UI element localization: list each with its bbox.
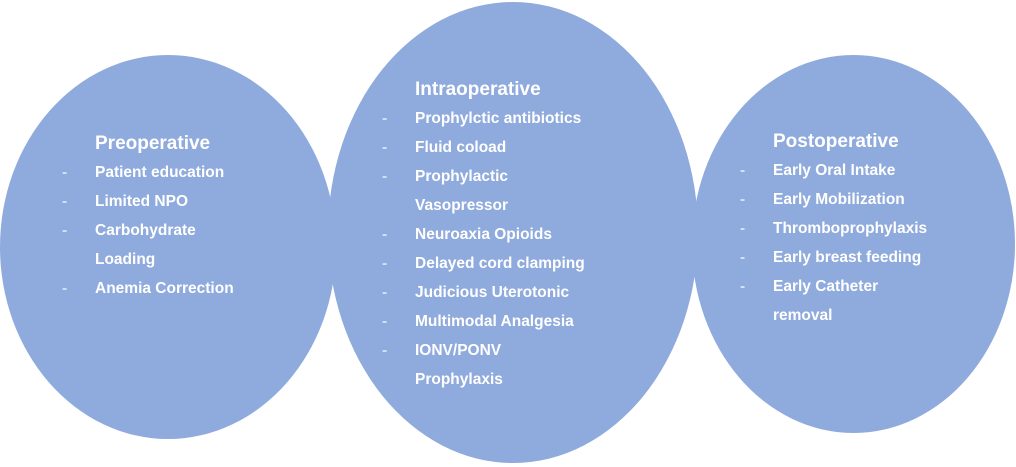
item-label: Anemia Correction	[95, 280, 234, 297]
item-label: Early Mobilization	[773, 191, 905, 208]
preoperative-list: - Patient education - Limited NPO - Carbohy…	[62, 158, 312, 303]
bullet-dash: -	[382, 313, 388, 330]
bullet-dash: -	[740, 220, 746, 237]
list-item: - Fluid coload	[382, 133, 630, 162]
bullet-dash: -	[62, 164, 68, 181]
item-label: Carbohydrate Loading	[95, 222, 196, 268]
bullet-dash: -	[62, 280, 68, 297]
item-label: Neuroaxia Opioids	[415, 226, 552, 243]
list-item: - Multimodal Analgesia	[382, 307, 630, 336]
item-label: Multimodal Analgesia	[415, 313, 574, 330]
item-label: Prophylactic Vasopressor	[415, 168, 509, 214]
list-item: - Early Catheter removal	[740, 272, 913, 330]
list-item: - Carbohydrate Loading	[62, 216, 235, 274]
list-item: - Patient education	[62, 158, 295, 187]
preoperative-section: Preoperative - Patient education - Limited…	[62, 132, 312, 303]
item-label: Limited NPO	[95, 193, 189, 210]
list-item: - Early Oral Intake	[740, 156, 973, 185]
bullet-dash: -	[382, 110, 388, 127]
item-label: Judicious Uterotonic	[415, 284, 570, 301]
bullet-dash: -	[740, 249, 746, 266]
intraoperative-title: Intraoperative	[415, 79, 541, 100]
preoperative-ellipse	[0, 55, 336, 439]
list-item: - Judicious Uterotonic	[382, 278, 630, 307]
list-item: - Anemia Correction	[62, 274, 295, 303]
bullet-dash: -	[62, 222, 68, 239]
bullet-dash: -	[382, 342, 388, 359]
intraoperative-list: - Prophylctic antibiotics - Fluid coload -…	[382, 104, 682, 394]
bullet-dash: -	[382, 226, 388, 243]
list-item: - Thromboprophylaxis	[740, 214, 973, 243]
item-label: Early Oral Intake	[773, 162, 896, 179]
postoperative-ellipse	[692, 55, 1015, 433]
bullet-dash: -	[382, 255, 388, 272]
intraoperative-section: Intraoperative - Prophylctic antibiotics …	[382, 78, 682, 394]
list-item: - Delayed cord clamping	[382, 249, 630, 278]
list-item: - Prophylctic antibiotics	[382, 104, 630, 133]
postoperative-list: - Early Oral Intake - Early Mobilization -…	[740, 156, 1000, 330]
bullet-dash: -	[382, 284, 388, 301]
intraoperative-ellipse	[328, 2, 698, 463]
bullet-dash: -	[740, 162, 746, 179]
item-label: IONV/PONV Prophylaxis	[415, 342, 503, 388]
list-item: - IONV/PONV Prophylaxis	[382, 336, 555, 394]
item-label: Early breast feeding	[773, 249, 922, 266]
bullet-dash: -	[382, 168, 388, 185]
item-label: Thromboprophylaxis	[773, 220, 928, 237]
item-label: Early Catheter removal	[773, 278, 879, 324]
item-label: Prophylctic antibiotics	[415, 110, 582, 127]
bullet-dash: -	[62, 193, 68, 210]
bullet-dash: -	[740, 278, 746, 295]
list-item: - Early Mobilization	[740, 185, 973, 214]
item-label: Patient education	[95, 164, 225, 181]
item-label: Fluid coload	[415, 139, 507, 156]
item-label: Delayed cord clamping	[415, 255, 585, 272]
list-item: - Neuroaxia Opioids	[382, 220, 630, 249]
bullet-dash: -	[740, 191, 746, 208]
bullet-dash: -	[382, 139, 388, 156]
postoperative-section: Postoperative - Early Oral Intake - Early …	[740, 130, 1000, 330]
list-item: - Limited NPO	[62, 187, 295, 216]
list-item: - Early breast feeding	[740, 243, 973, 272]
list-item: - Prophylactic Vasopressor	[382, 162, 555, 220]
postoperative-title: Postoperative	[773, 131, 899, 152]
preoperative-title: Preoperative	[95, 133, 211, 154]
